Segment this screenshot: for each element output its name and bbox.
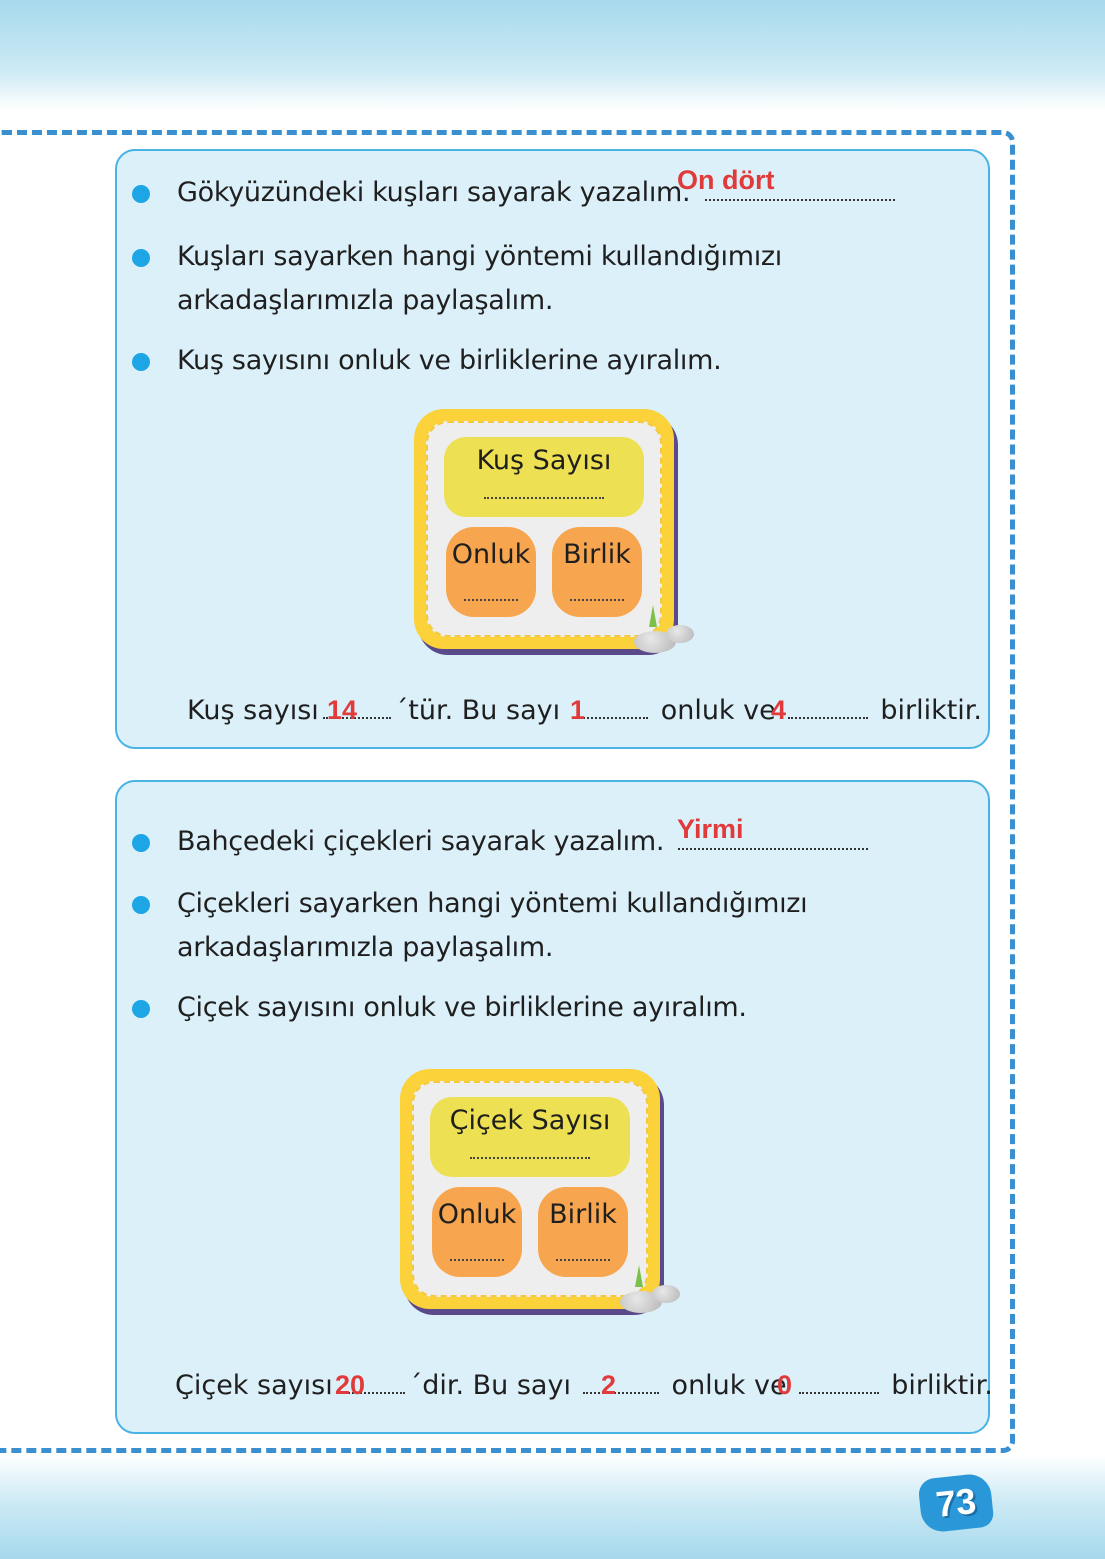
answer-number: 20 [335,1370,366,1400]
activity-panel-birds: Gökyüzündeki kuşları sayarak yazalım. On… [115,149,990,749]
tens-blank [464,599,518,601]
ones-label: Birlik [549,1199,617,1230]
tens-blank [450,1259,504,1261]
grass-icon [635,1265,643,1287]
place-value-card: Çiçek Sayısı Onluk Birlik [400,1069,680,1313]
card-title-box: Çiçek Sayısı [430,1097,630,1177]
pebble-icon [652,1285,680,1303]
handwritten-answer: Yirmi [677,814,744,844]
answer-ones: 4 [771,695,787,725]
bullet-dot-icon [132,896,150,914]
bullet-text: Gökyüzündeki kuşları sayarak yazalım. [177,177,691,208]
tens-box: Onluk [446,527,536,617]
page-dashed-frame [0,130,1015,1453]
bullet-dot-icon [132,834,150,852]
answer-ones: 0 [777,1370,793,1400]
card-title: Çiçek Sayısı [449,1105,611,1136]
pebble-icon [666,625,694,643]
answer-number: 14 [327,695,358,725]
pebble-icon [620,1291,662,1313]
card-title-box: Kuş Sayısı [444,437,644,517]
summary-sentence: Kuş sayısı´tür. Bu sayı onluk ve birlikt… [187,695,983,726]
ones-blank [570,599,624,601]
bullet-dot-icon [132,353,150,371]
pebble-icon [634,631,676,653]
ones-blank [556,1259,610,1261]
place-value-card: Kuş Sayısı Onluk Birlik [414,409,694,653]
bullet-text: Kuş sayısını onluk ve birliklerine ayıra… [177,345,722,376]
summary-sentence: Çiçek sayısı´dir. Bu sayı onluk ve birli… [175,1370,993,1401]
page-number-badge: 73 [917,1472,995,1534]
tens-label: Onluk [437,1199,517,1230]
answer-tens: 2 [601,1370,617,1400]
bullet-text: Çiçekleri sayarken hangi yöntemi kulland… [177,888,808,963]
tens-box: Onluk [432,1187,522,1277]
ones-box: Birlik [538,1187,628,1277]
top-header-band [0,0,1105,110]
bullet-text: Çiçek sayısını onluk ve birliklerine ayı… [177,992,747,1023]
activity-panel-flowers: Bahçedeki çiçekleri sayarak yazalım. Yir… [115,780,993,1434]
bullet-dot-icon [132,1000,150,1018]
answer-blank [704,199,895,201]
answer-tens: 1 [570,695,586,725]
bullet-text: Bahçedeki çiçekleri sayarak yazalım. [177,826,665,857]
card-title-blank [484,497,604,499]
bullet-dot-icon [132,185,150,203]
bullet-text: Kuşları sayarken hangi yöntemi kullandığ… [177,241,783,316]
answer-blank [678,848,869,850]
card-title: Kuş Sayısı [476,445,612,476]
ones-box: Birlik [552,527,642,617]
ones-label: Birlik [563,539,631,570]
tens-label: Onluk [451,539,531,570]
handwritten-answer: On dört [677,165,775,195]
grass-icon [649,605,657,627]
bullet-dot-icon [132,249,150,267]
card-title-blank [470,1157,590,1159]
